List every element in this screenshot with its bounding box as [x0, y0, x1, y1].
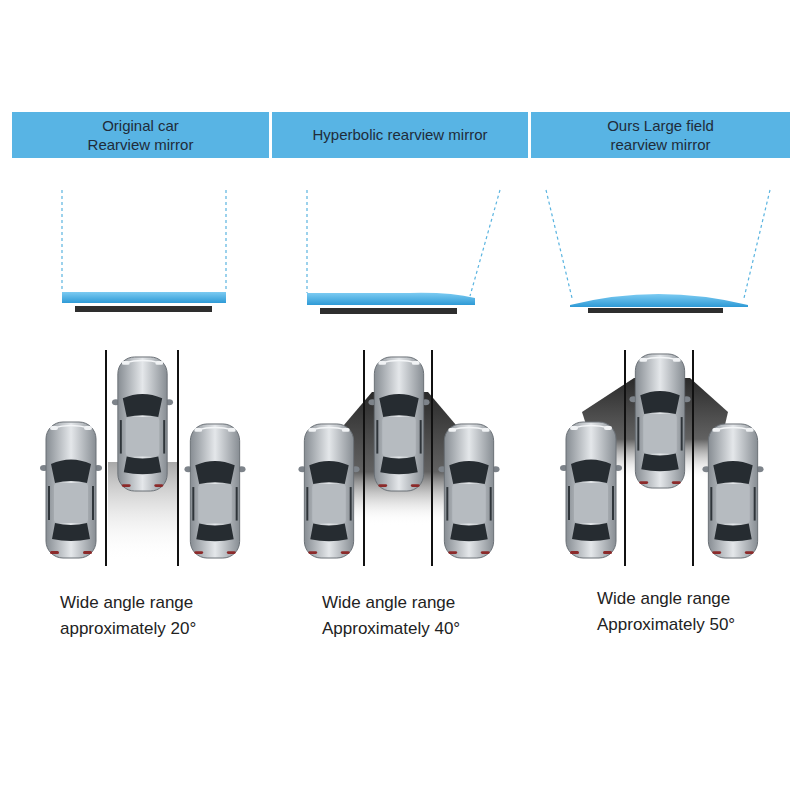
- view-line: [470, 190, 500, 296]
- car: [368, 357, 429, 491]
- view-line: [306, 190, 307, 293]
- mirror-base: [588, 308, 723, 313]
- lane-line: [105, 350, 107, 566]
- lane-line: [363, 350, 365, 566]
- flat-mirror: [62, 292, 226, 303]
- car: [298, 424, 359, 558]
- car: [702, 424, 763, 558]
- view-line: [61, 190, 62, 292]
- hyperbolic-mirror: [307, 293, 475, 305]
- car: [438, 424, 499, 558]
- lane-line: [431, 350, 433, 566]
- car: [112, 357, 173, 491]
- lane-line: [624, 350, 626, 566]
- mirror-base: [320, 308, 457, 314]
- header-band: Hyperbolic rearview mirror: [272, 112, 528, 158]
- mirror-base: [75, 306, 212, 312]
- angle-caption: Wide angle range Approximately 50°: [597, 586, 787, 637]
- lane-line: [692, 350, 694, 566]
- car: [40, 422, 102, 558]
- view-line: [546, 190, 572, 298]
- panel-heading: Original car Rearview mirror: [78, 116, 203, 155]
- header-band: Original car Rearview mirror: [12, 112, 269, 158]
- angle-caption: Wide angle range Approximately 40°: [322, 590, 517, 641]
- car: [629, 354, 690, 488]
- car: [560, 422, 622, 558]
- angle-caption: Wide angle range approximately 20°: [60, 590, 255, 641]
- lane-line: [177, 350, 179, 566]
- panel-heading: Ours Large field rearview mirror: [598, 116, 723, 155]
- view-line: [744, 190, 770, 298]
- view-line: [225, 190, 226, 292]
- header-band: Ours Large field rearview mirror: [531, 112, 790, 158]
- car: [184, 424, 245, 558]
- panel-heading: Hyperbolic rearview mirror: [312, 125, 487, 145]
- convex-mirror: [570, 294, 748, 307]
